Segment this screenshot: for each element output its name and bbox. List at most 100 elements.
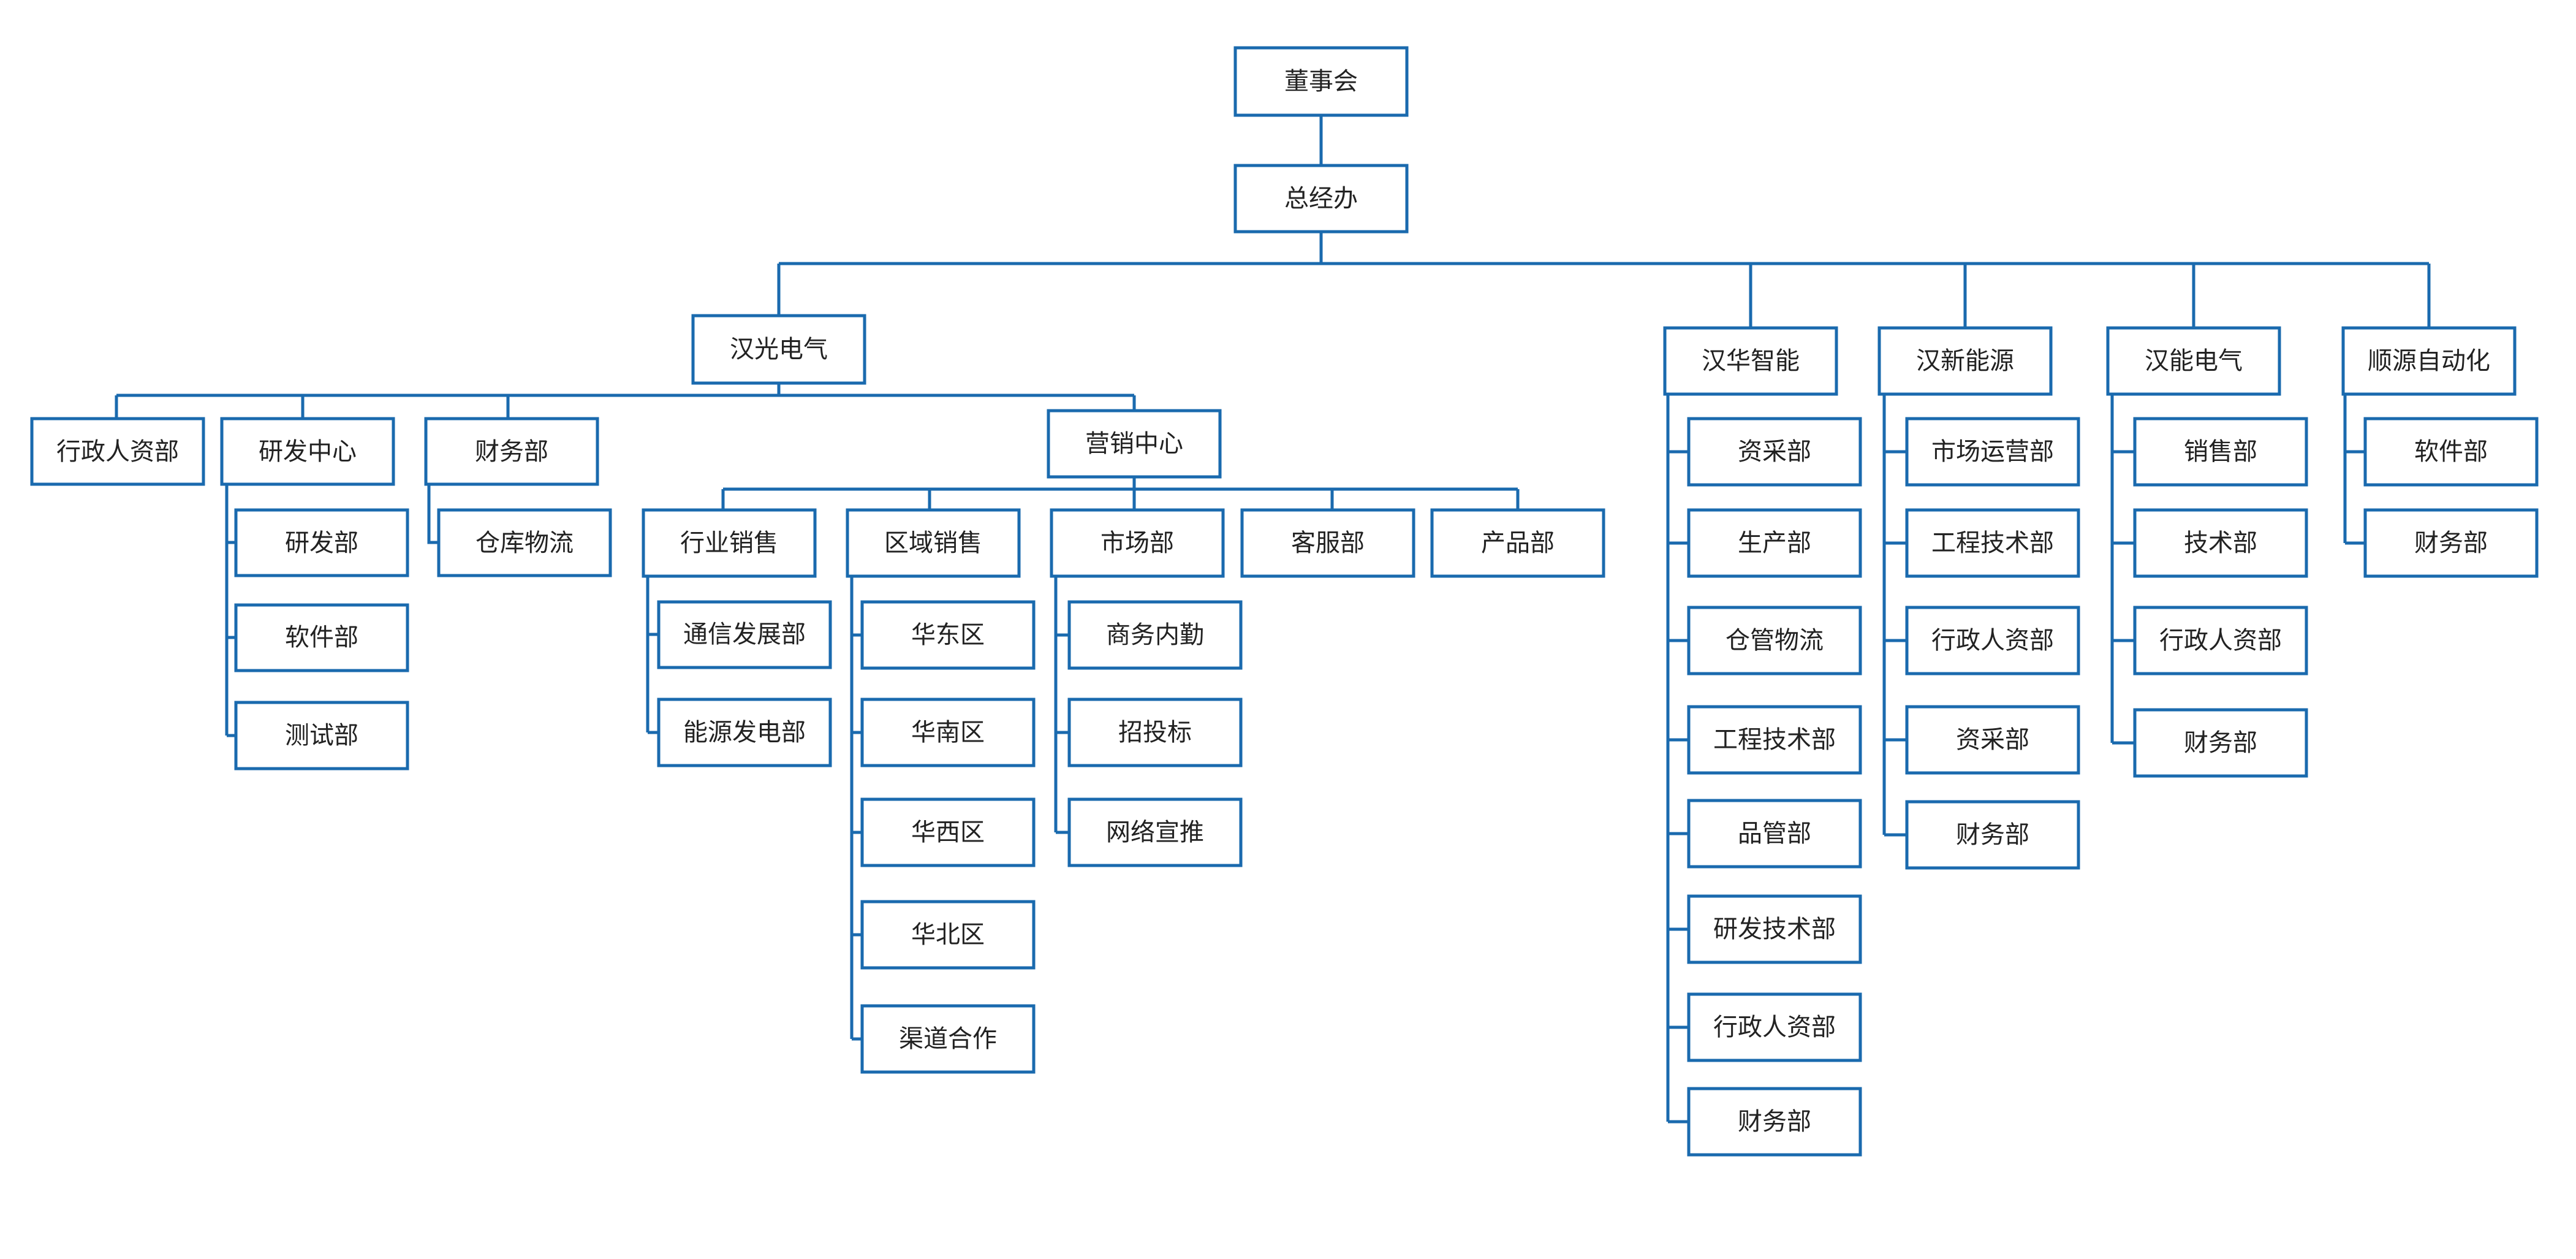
node-hn-admin-hr: 行政人资部: [2133, 606, 2308, 675]
node-hg-west: 华西区: [860, 797, 1036, 867]
node-shunyuan: 顺源自动化: [2341, 326, 2517, 396]
node-hg-industry-sales: 行业销售: [642, 508, 817, 578]
edge-market-dept-children: [1054, 576, 1069, 834]
node-hg-rd-dept: 研发部: [234, 508, 409, 577]
node-hg-regional-sales: 区域销售: [846, 508, 1021, 578]
edge-hanxin-children: [1882, 394, 1907, 837]
node-hg-rd-center: 研发中心: [220, 417, 395, 486]
node-hn-tech: 技术部: [2133, 508, 2308, 578]
node-hh-procurement: 资采部: [1687, 417, 1862, 487]
node-label: 财务部: [2414, 529, 2488, 557]
node-hh-engineering: 工程技术部: [1687, 705, 1862, 775]
node-label: 产品部: [1481, 529, 1555, 557]
node-label: 华西区: [911, 818, 985, 846]
node-label: 汉能电气: [2145, 347, 2243, 375]
node-hg-online-promo: 网络宣推: [1067, 797, 1243, 867]
edge-gm-divisions: [777, 232, 2431, 328]
node-hh-rd-tech: 研发技术部: [1687, 894, 1862, 964]
node-label: 软件部: [2414, 438, 2488, 466]
node-hg-testing: 测试部: [234, 701, 409, 770]
node-hanguang: 汉光电气: [691, 314, 866, 385]
node-hanxin: 汉新能源: [1877, 326, 2053, 396]
node-label: 工程技术部: [1713, 726, 1836, 754]
node-label: 仓管物流: [1726, 626, 1824, 655]
node-label: 华南区: [911, 718, 985, 747]
node-hg-admin-hr: 行政人资部: [30, 417, 205, 486]
node-hg-bidding: 招投标: [1067, 698, 1243, 767]
edge-shunyuan-children: [2343, 394, 2365, 545]
node-hx-finance: 财务部: [1905, 800, 2080, 870]
node-hx-procurement: 资采部: [1905, 705, 2080, 775]
node-label: 汉光电气: [730, 335, 828, 363]
node-label: 汉新能源: [1916, 347, 2014, 375]
node-label: 华东区: [911, 621, 985, 649]
node-label: 财务部: [475, 438, 548, 466]
edge-hanhua-children: [1666, 394, 1689, 1124]
node-label: 财务部: [1956, 821, 2029, 849]
node-hg-telecom-dev: 通信发展部: [657, 600, 832, 669]
node-label: 市场部: [1100, 529, 1174, 557]
node-label: 技术部: [2184, 529, 2257, 557]
node-hanhua: 汉华智能: [1663, 326, 1838, 396]
node-hg-warehouse: 仓库物流: [437, 508, 612, 577]
node-hanneng: 汉能电气: [2106, 326, 2281, 396]
node-label: 行业销售: [680, 529, 778, 557]
node-sy-software: 软件部: [2363, 417, 2539, 487]
node-hh-admin-hr: 行政人资部: [1687, 992, 1862, 1062]
node-sy-finance: 财务部: [2363, 508, 2539, 578]
node-label: 软件部: [285, 623, 358, 652]
node-label: 行政人资部: [1713, 1013, 1836, 1041]
node-label: 渠道合作: [899, 1025, 997, 1053]
node-hh-finance: 财务部: [1687, 1087, 1862, 1157]
node-label: 研发部: [285, 529, 358, 557]
connector-lines: [115, 115, 2431, 1124]
edge-finance-children: [427, 484, 439, 544]
node-label: 区域销售: [884, 529, 982, 557]
node-label: 能源发电部: [683, 718, 806, 747]
node-label: 总经办: [1284, 184, 1358, 213]
node-label: 商务内勤: [1106, 621, 1204, 649]
node-label: 营销中心: [1085, 430, 1183, 458]
node-label: 财务部: [1738, 1108, 1811, 1136]
node-label: 客服部: [1291, 529, 1365, 557]
node-label: 汉华智能: [1702, 347, 1800, 375]
node-hx-admin-hr: 行政人资部: [1905, 606, 2080, 675]
node-label: 行政人资部: [56, 438, 179, 466]
node-hh-warehouse: 仓管物流: [1687, 606, 1862, 675]
node-label: 市场运营部: [1931, 438, 2054, 466]
node-hg-south: 华南区: [860, 698, 1036, 767]
node-hh-production: 生产部: [1687, 508, 1862, 578]
node-hg-business-support: 商务内勤: [1067, 600, 1243, 670]
node-label: 研发中心: [259, 438, 357, 466]
node-label: 华北区: [911, 921, 985, 949]
node-label: 网络宣推: [1106, 818, 1204, 846]
edge-marketing-center-children: [721, 477, 1520, 510]
node-label: 销售部: [2184, 438, 2257, 466]
node-label: 顺源自动化: [2368, 347, 2490, 375]
node-hh-quality: 品管部: [1687, 799, 1862, 869]
node-label: 行政人资部: [1931, 626, 2054, 655]
node-label: 通信发展部: [683, 620, 806, 649]
node-hx-engineering: 工程技术部: [1905, 508, 2080, 578]
node-label: 工程技术部: [1931, 529, 2054, 557]
node-board: 董事会: [1233, 46, 1409, 117]
node-hg-software: 软件部: [234, 603, 409, 672]
node-label: 招投标: [1118, 718, 1192, 747]
edge-hanguang-depts: [115, 383, 1136, 419]
node-hx-market-ops: 市场运营部: [1905, 417, 2080, 487]
node-hg-energy-power: 能源发电部: [657, 698, 832, 767]
node-label: 董事会: [1284, 67, 1358, 96]
node-hg-product: 产品部: [1430, 508, 1605, 578]
node-hg-channel: 渠道合作: [860, 1004, 1036, 1074]
node-hn-sales: 销售部: [2133, 417, 2308, 487]
edge-regional-sales-children: [850, 576, 862, 1041]
node-label: 研发技术部: [1713, 915, 1836, 943]
node-label: 测试部: [285, 721, 358, 750]
node-label: 资采部: [1956, 726, 2029, 754]
node-label: 行政人资部: [2159, 626, 2282, 655]
node-hg-north: 华北区: [860, 900, 1036, 970]
edge-industry-sales-children: [646, 576, 659, 734]
node-label: 品管部: [1738, 820, 1811, 848]
node-hg-east: 华东区: [860, 600, 1036, 670]
